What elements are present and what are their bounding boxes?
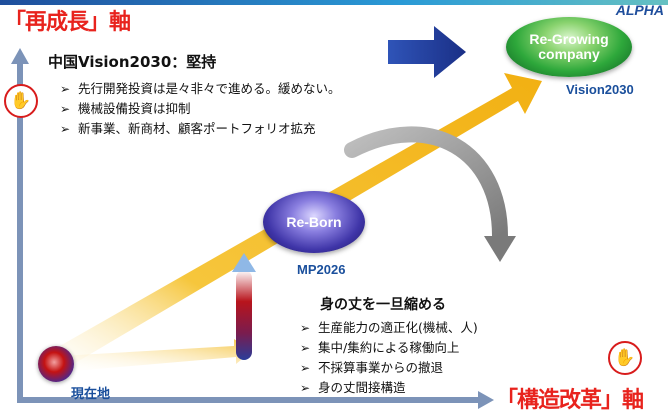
goal-oval-text: Re-Growing company <box>529 31 609 62</box>
reform-section-heading: 身の丈を一旦縮める <box>320 297 446 313</box>
hand-stamp-icon: ✋ <box>608 341 642 375</box>
list-item: 機械設備投資は抑制 <box>60 99 341 119</box>
list-item: 新事業、新商材、顧客ポートフォリオ拡充 <box>60 119 341 139</box>
list-item: 先行開発投資は是々非々で進める。緩めない。 <box>60 79 341 99</box>
growth-bullet-list: 先行開発投資は是々非々で進める。緩めない。 機械設備投資は抑制 新事業、新商材、… <box>60 79 341 139</box>
vertical-axis-title: 「再成長」軸 <box>4 10 131 35</box>
rebound-up-arrow <box>232 253 256 272</box>
horizontal-axis-arrow <box>17 391 494 409</box>
mid-oval: Re-Born <box>263 191 365 253</box>
current-position-marker <box>38 346 74 382</box>
list-item: 集中/集約による稼働向上 <box>300 338 478 358</box>
top-accent-bar <box>0 0 668 5</box>
forward-arrow <box>388 26 466 78</box>
rebound-bar <box>236 270 252 360</box>
list-item: 生産能力の適正化(機械、人) <box>300 318 478 338</box>
goal-label: Vision2030 <box>566 82 634 97</box>
curve-arrow-head <box>484 236 516 262</box>
list-item: 不採算事業からの撤退 <box>300 358 478 378</box>
curve-arrow <box>344 126 508 244</box>
descent-arrow <box>52 339 252 372</box>
reform-bullet-list: 生産能力の適正化(機械、人) 集中/集約による稼働向上 不採算事業からの撤退 身… <box>300 318 478 398</box>
brand-logo: ALPHA <box>615 2 664 18</box>
start-label: 現在地 <box>71 386 111 401</box>
hand-stamp-icon: ✋ <box>4 84 38 118</box>
vertical-axis-arrow <box>11 48 29 397</box>
list-item: 身の丈間接構造 <box>300 378 478 398</box>
horizontal-axis-title: 「構造改革」軸 <box>496 388 644 413</box>
growth-section-heading: 中国Vision2030：堅持 <box>48 53 217 71</box>
mid-oval-text: Re-Born <box>286 213 342 230</box>
goal-oval: Re-Growing company <box>506 17 632 77</box>
mid-label: MP2026 <box>297 262 346 277</box>
